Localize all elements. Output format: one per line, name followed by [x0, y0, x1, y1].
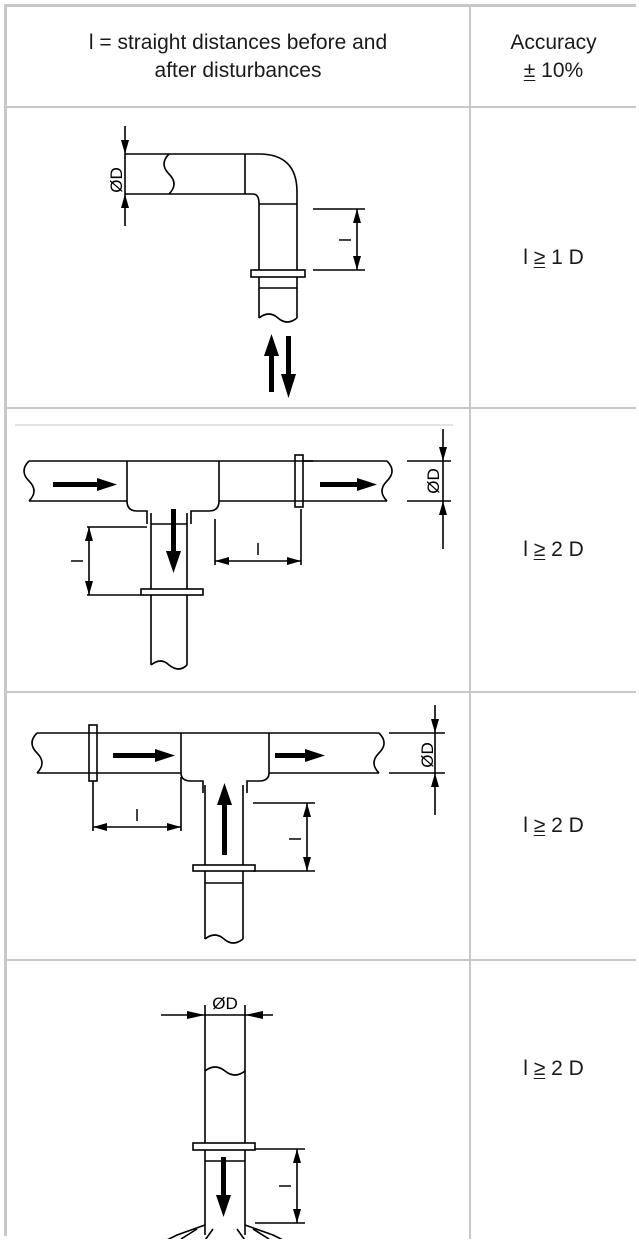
table-grid: l = straight distances before and after …	[4, 4, 636, 1239]
table-row: ØD l l l ≥ 2 D	[7, 409, 636, 693]
cond-prefix: l	[523, 245, 528, 269]
distance-header-line1: l = straight distances before and	[88, 30, 388, 54]
outlet-length-label: l	[276, 1184, 295, 1188]
tee-branch-up-figure: ØD l l	[31, 705, 445, 944]
condition-cell: l ≥ 1 D	[471, 108, 636, 407]
figure-cell-elbow: ØD l	[7, 108, 469, 407]
table-row: ØD l l l ≥ 2 D	[7, 693, 636, 961]
condition-cell: l ≥ 2 D	[471, 409, 636, 691]
tee-up-length-label-branch: l	[286, 837, 305, 841]
condition-cell: l ≥ 2 D	[471, 693, 636, 959]
header-cell-distances: l = straight distances before and after …	[7, 7, 469, 106]
cond-prefix: l	[523, 814, 528, 837]
cond-prefix: l	[523, 538, 528, 561]
figure-cell-outlet: ØD l	[7, 961, 469, 1239]
outlet-bell-figure: ØD l	[161, 994, 305, 1239]
tee-down-diameter-label: ØD	[424, 468, 443, 494]
accuracy-sign: ±	[523, 58, 536, 82]
tee-up-length-label-main: l	[135, 806, 139, 825]
elbow-length-label: l	[336, 238, 355, 242]
figure-cell-tee-up: ØD l l	[7, 693, 469, 959]
cond-value: 2 D	[551, 538, 584, 561]
cond-operator: ≥	[533, 538, 546, 561]
cond-operator: ≥	[533, 1057, 546, 1080]
accuracy-header-label: Accuracy	[510, 30, 597, 54]
cond-operator: ≥	[533, 814, 546, 837]
cond-value: 1 D	[551, 245, 584, 269]
tee-branch-down-figure: ØD l l	[15, 424, 453, 670]
tee-down-length-label-branch: l	[68, 559, 87, 563]
cond-value: 2 D	[551, 1057, 584, 1080]
distance-header-line2: after disturbances	[154, 58, 322, 82]
tee-down-length-label-main: l	[256, 540, 260, 559]
cond-value: 2 D	[551, 814, 584, 837]
cond-prefix: l	[523, 1057, 528, 1080]
table-row: ØD l l ≥ 1 D	[7, 108, 636, 409]
cond-operator: ≥	[533, 245, 546, 269]
outlet-diameter-label: ØD	[212, 994, 238, 1013]
figure-cell-tee-down: ØD l l	[7, 409, 469, 691]
tee-up-diameter-label: ØD	[418, 742, 437, 768]
condition-cell: l ≥ 2 D	[471, 961, 636, 1239]
accuracy-value: 10%	[541, 58, 584, 82]
table-row: ØD l l ≥ 2 D	[7, 961, 636, 1239]
elbow-pipe-figure: ØD l	[107, 126, 365, 398]
header-row: l = straight distances before and after …	[7, 7, 636, 108]
header-cell-accuracy: Accuracy ± 10%	[471, 7, 636, 106]
elbow-diameter-label: ØD	[107, 167, 126, 193]
